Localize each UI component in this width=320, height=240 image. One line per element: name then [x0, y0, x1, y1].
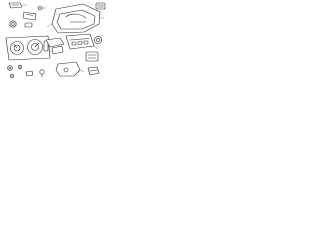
bracket-part: [22, 11, 37, 28]
clip-part: [8, 2, 23, 9]
grille-part: [95, 2, 106, 10]
instrument-panel-parts-diagram: [5, 2, 106, 79]
instrument-cluster-part: [5, 35, 51, 61]
lens-part: [45, 37, 65, 55]
bolt-part: [17, 64, 23, 70]
leader-lines: [22, 4, 104, 73]
clip-part: [87, 66, 100, 76]
cluster-housing-part: [51, 3, 101, 34]
bulb-socket-part: [9, 20, 17, 28]
screw-part: [9, 73, 15, 79]
nut-part: [7, 65, 13, 71]
switch-part: [85, 51, 99, 62]
knob-part: [94, 36, 102, 44]
bulb-part: [39, 69, 45, 78]
screw-part: [37, 5, 43, 11]
mounting-bracket-part: [55, 61, 81, 77]
control-module-part: [65, 33, 95, 50]
clip-part: [25, 70, 34, 77]
